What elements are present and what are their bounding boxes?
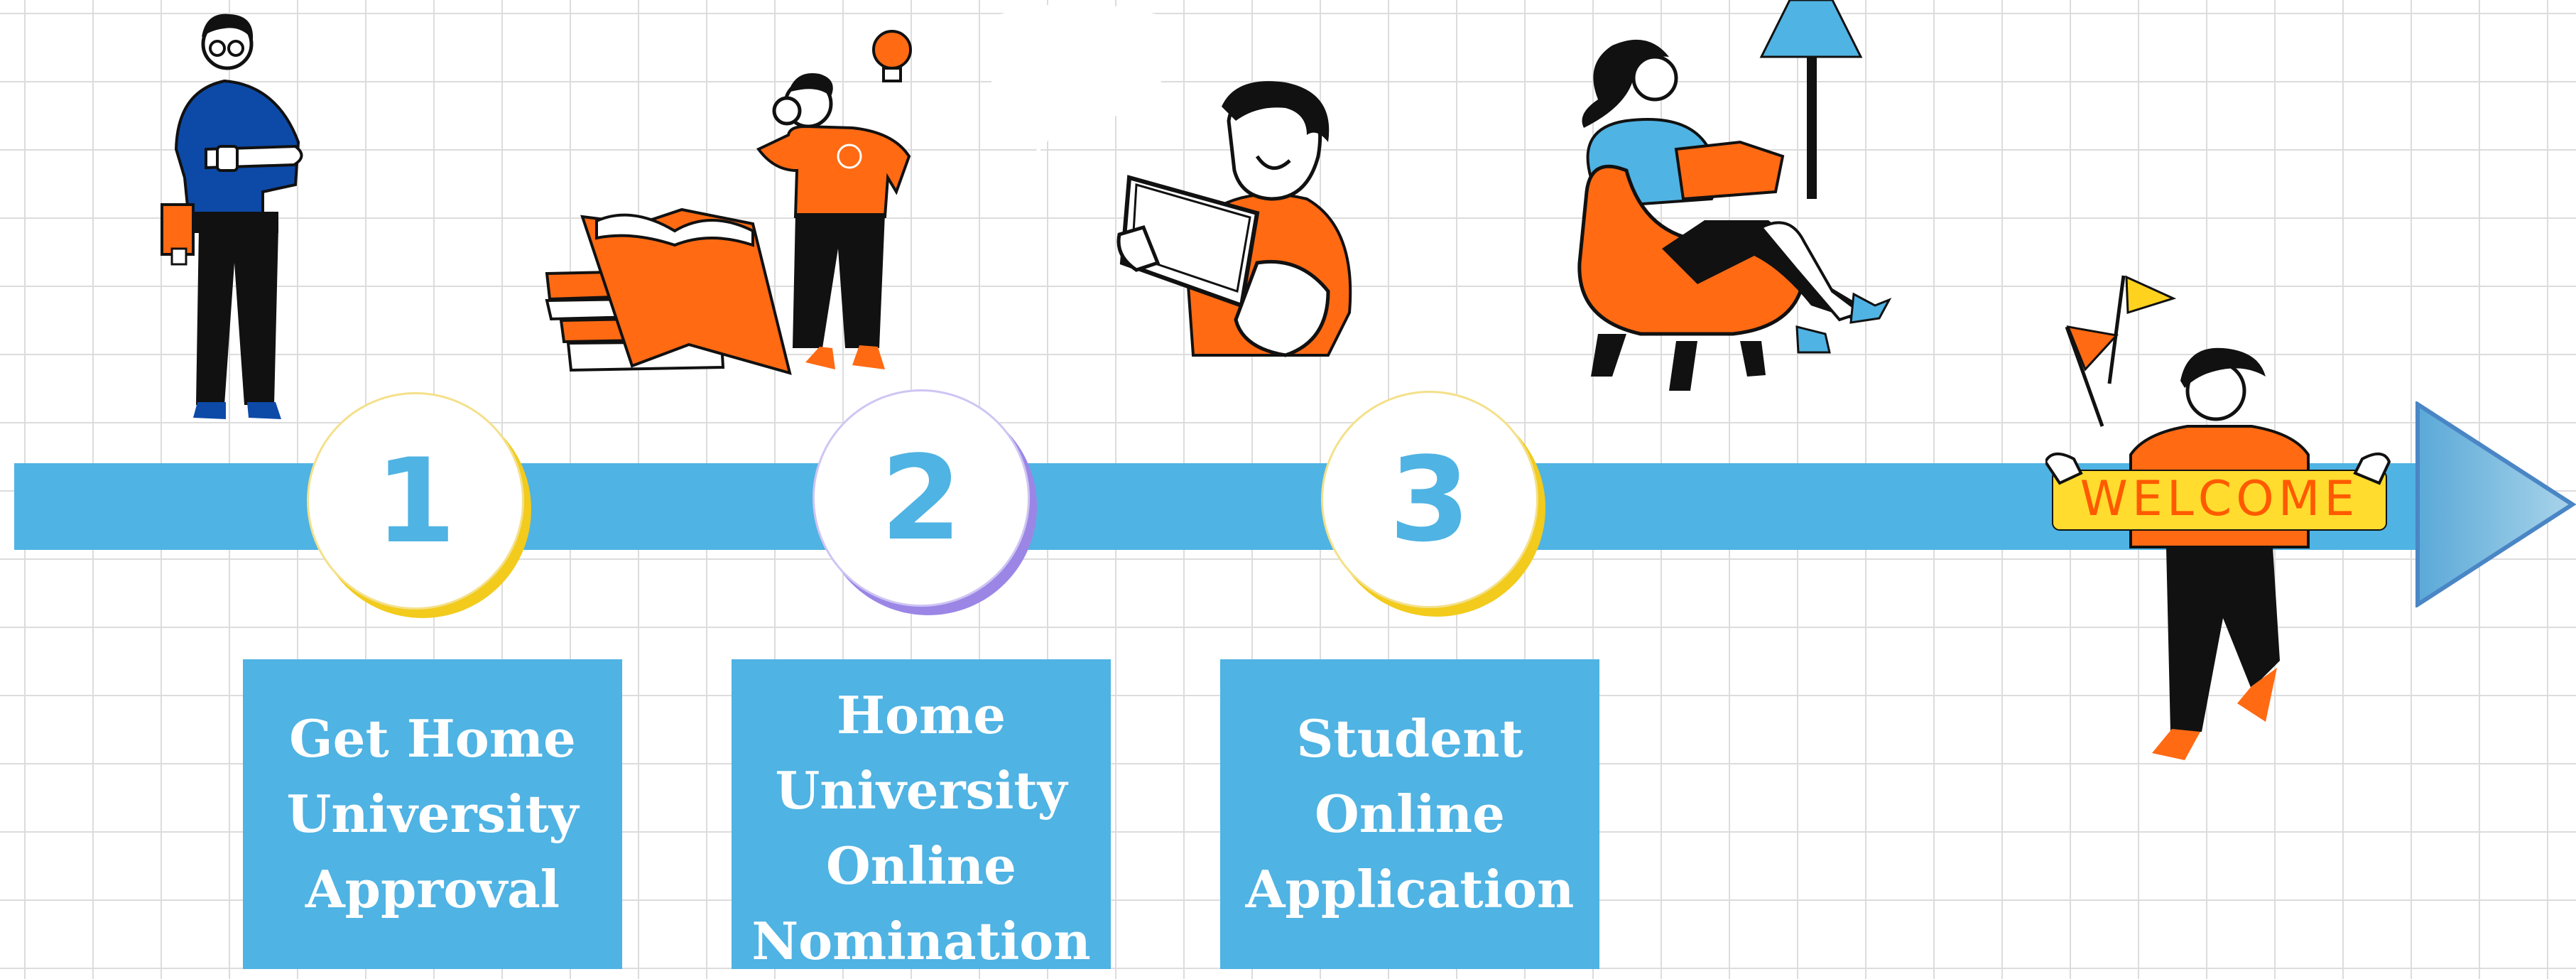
person-with-tablet-icon [1116, 81, 1352, 357]
step-1-number: 1 [374, 433, 457, 569]
step-2-label: Home University Online Nomination [751, 685, 1091, 971]
person-holding-welcome-sign-icon: WELCOME [2045, 347, 2391, 760]
step-1-circle: 1 [307, 392, 524, 610]
books-icon [545, 207, 792, 375]
step-3-label-box: Student Online Application [1220, 659, 1599, 969]
welcome-sign-text: WELCOME [2080, 471, 2359, 527]
step-3-circle: 3 [1321, 391, 1538, 608]
person-with-mug-icon [161, 13, 303, 419]
arrow-head-icon [2415, 401, 2576, 607]
step-1-label: Get Home University Approval [286, 708, 579, 919]
person-reading-in-chair-icon [1577, 39, 1892, 391]
step-3-number: 3 [1388, 431, 1471, 568]
step-3-label: Student Online Application [1245, 708, 1575, 919]
step-2-label-box: Home University Online Nomination [732, 659, 1111, 971]
person-with-magnifier-icon [756, 73, 911, 369]
step-2-circle: 2 [813, 389, 1030, 607]
lightbulb-icon [872, 30, 912, 82]
speech-bubble-icon [986, 4, 1165, 156]
step-1-label-box: Get Home University Approval [243, 659, 622, 969]
floor-lamp-icon [1759, 0, 1863, 199]
step-2-number: 2 [880, 430, 962, 566]
flags-icon [2065, 275, 2177, 427]
